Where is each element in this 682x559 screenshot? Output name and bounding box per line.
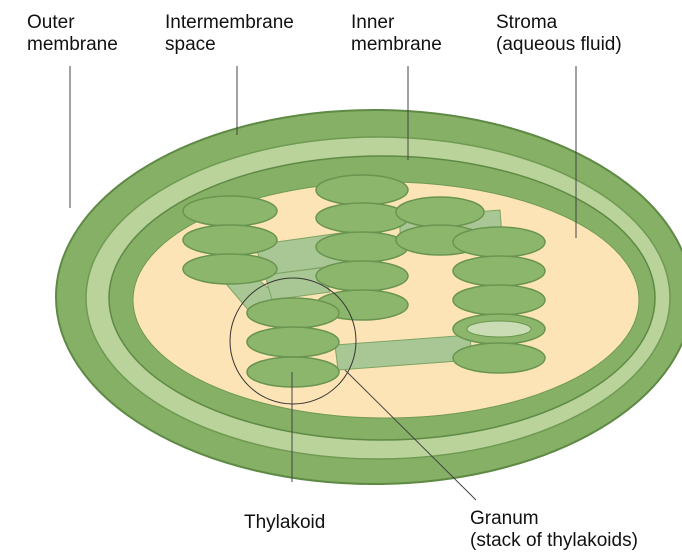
thylakoid: [316, 261, 408, 291]
label-intermembrane-space-line1: Intermembrane: [165, 12, 294, 34]
label-outer-membrane-line2: membrane: [27, 34, 118, 56]
label-intermembrane-space: Intermembrane space: [165, 12, 294, 56]
label-thylakoid: Thylakoid: [244, 512, 325, 534]
thylakoid: [453, 256, 545, 286]
thylakoid: [183, 254, 277, 284]
label-granum: Granum (stack of thylakoids): [470, 508, 638, 552]
label-stroma-line1: Stroma: [496, 12, 622, 34]
thylakoid: [453, 343, 545, 373]
label-inner-membrane: Inner membrane: [351, 12, 442, 56]
label-thylakoid-line1: Thylakoid: [244, 512, 325, 534]
thylakoid: [247, 327, 339, 357]
label-inner-membrane-line2: membrane: [351, 34, 442, 56]
thylakoid-lumen: [467, 321, 531, 337]
label-granum-line2: (stack of thylakoids): [470, 530, 638, 552]
label-outer-membrane: Outer membrane: [27, 12, 118, 56]
thylakoid: [396, 197, 484, 227]
thylakoid: [316, 203, 408, 233]
label-outer-membrane-line1: Outer: [27, 12, 118, 34]
label-stroma-line2: (aqueous fluid): [496, 34, 622, 56]
thylakoid: [183, 196, 277, 226]
thylakoid: [316, 175, 408, 205]
thylakoid: [247, 357, 339, 387]
label-granum-line1: Granum: [470, 508, 638, 530]
thylakoid: [453, 227, 545, 257]
label-inner-membrane-line1: Inner: [351, 12, 442, 34]
thylakoid: [183, 225, 277, 255]
label-intermembrane-space-line2: space: [165, 34, 294, 56]
thylakoid: [316, 232, 408, 262]
thylakoid: [247, 298, 339, 328]
label-stroma: Stroma (aqueous fluid): [496, 12, 622, 56]
thylakoid: [453, 285, 545, 315]
